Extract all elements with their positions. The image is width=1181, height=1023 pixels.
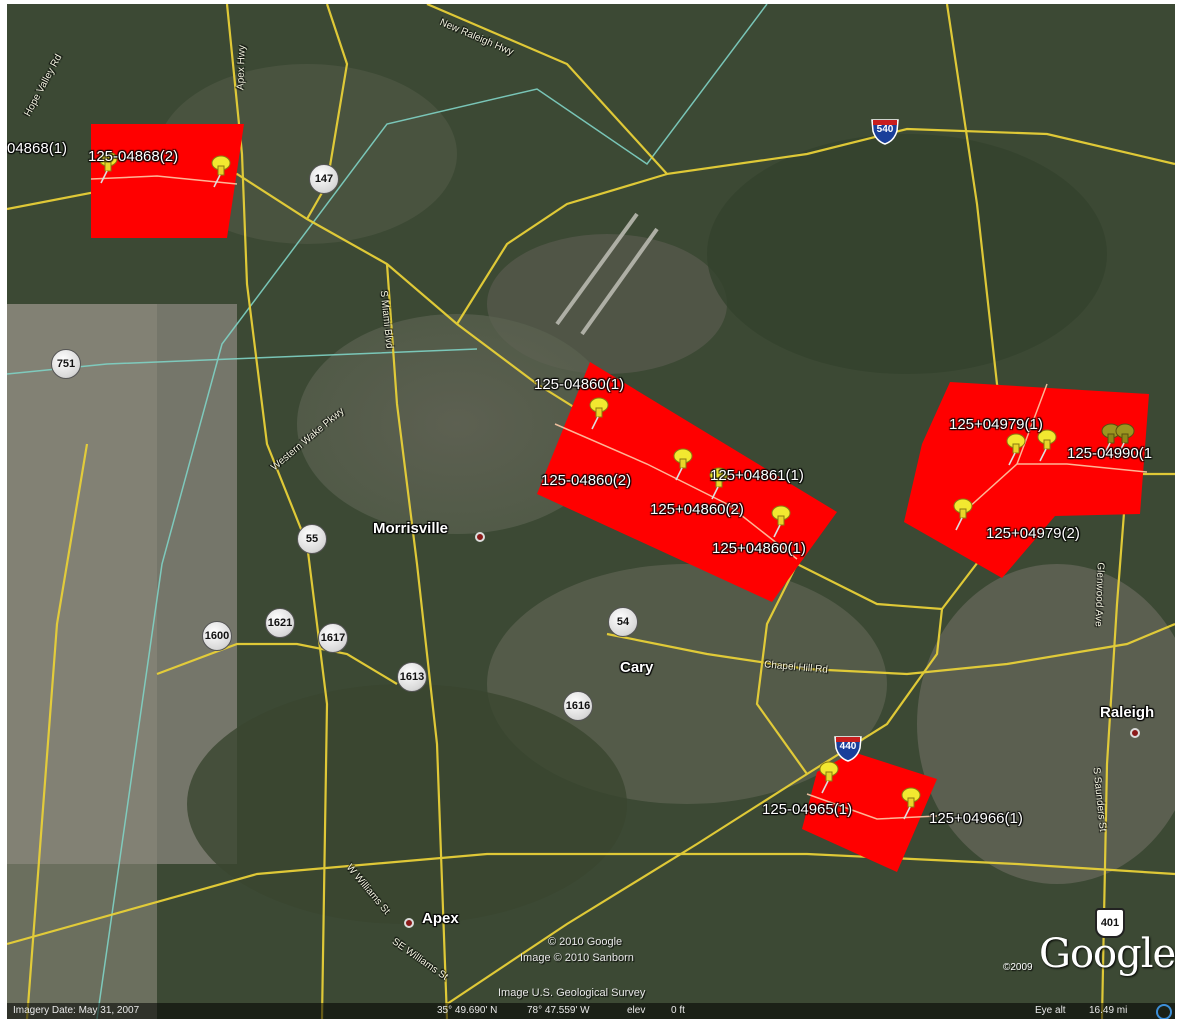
imagery-date: Imagery Date: May 31, 2007 — [13, 1005, 140, 1016]
pushpin-icon[interactable] — [816, 760, 840, 794]
city-label-raleigh: Raleigh — [1100, 704, 1155, 721]
copyright-usgs: Image U.S. Geological Survey — [498, 987, 646, 999]
placemark-label[interactable]: 125+04861(1) — [710, 467, 804, 484]
placemark-label[interactable]: 125-04990(1 — [1067, 445, 1153, 462]
route-shield-1621[interactable]: 1621 — [265, 608, 295, 638]
pushpin-icon[interactable] — [1003, 432, 1027, 466]
route-shield-54[interactable]: 54 — [608, 607, 638, 637]
interstate-540-shield[interactable]: 540 — [870, 117, 900, 145]
route-shield-147[interactable]: 147 — [309, 164, 339, 194]
route-shield-1616[interactable]: 1616 — [563, 691, 593, 721]
city-marker-raleigh[interactable] — [1130, 728, 1140, 738]
satellite-map[interactable]: Hope Valley Rd Apex Hwy New Raleigh Hwy … — [7, 4, 1175, 1019]
us-route-401-shield[interactable]: 401 — [1095, 908, 1125, 938]
city-label-apex: Apex — [422, 910, 459, 927]
eye-alt-label: Eye alt — [1035, 1005, 1066, 1016]
pushpin-icon[interactable] — [950, 497, 974, 531]
navigation-ring-icon[interactable] — [1156, 1004, 1172, 1019]
interstate-icon — [871, 119, 899, 145]
elevation-value: 0 ft — [671, 1005, 685, 1016]
placemark-label[interactable]: 125+04979(2) — [986, 525, 1080, 542]
placemark-label[interactable]: 125-04868(2) — [88, 148, 179, 165]
city-marker-morrisville[interactable] — [475, 532, 485, 542]
road-label-glenwood: Glenwood Ave — [1092, 562, 1106, 627]
pushpin-icon[interactable] — [1034, 428, 1058, 462]
interstate-440-shield[interactable]: 440 — [833, 734, 863, 762]
city-label-cary: Cary — [620, 659, 654, 676]
eye-alt-value: 16.49 mi — [1089, 1005, 1128, 1016]
copyright-sanborn: Image © 2010 Sanborn — [520, 952, 634, 964]
placemark-label[interactable]: 04868(1) — [7, 140, 68, 157]
pushpin-icon[interactable] — [768, 504, 792, 538]
copyright-google: © 2010 Google — [548, 936, 623, 948]
placemark-label[interactable]: 125+04966(1) — [929, 810, 1023, 827]
placemark-label[interactable]: 125+04860(2) — [650, 501, 744, 518]
city-marker-apex[interactable] — [404, 918, 414, 928]
pushpin-icon[interactable] — [1112, 422, 1136, 456]
pushpin-icon[interactable] — [586, 396, 610, 430]
route-shield-1600[interactable]: 1600 — [202, 621, 232, 651]
longitude-readout: 78° 47.559' W — [527, 1005, 590, 1016]
placemark-label[interactable]: 125-04860(1) — [534, 376, 625, 393]
route-shield-55[interactable]: 55 — [297, 524, 327, 554]
placemark-label[interactable]: 125-04965(1) — [762, 801, 853, 818]
interstate-540-label: 540 — [876, 124, 894, 135]
interstate-icon — [834, 736, 862, 762]
pushpin-icon[interactable] — [670, 447, 694, 481]
status-bar: Imagery Date: May 31, 2007 35° 49.690' N… — [7, 1003, 1175, 1019]
placemark-label[interactable]: 125+04860(1) — [712, 540, 806, 557]
interstate-440-label: 440 — [839, 741, 857, 752]
pushpin-icon[interactable] — [706, 466, 730, 500]
placemark-label[interactable]: 125-04860(2) — [541, 472, 632, 489]
google-logo: Google — [1039, 931, 1175, 977]
route-shield-1617[interactable]: 1617 — [318, 623, 348, 653]
route-shield-751[interactable]: 751 — [51, 349, 81, 379]
elevation-label: elev — [627, 1005, 646, 1016]
logo-year: ©2009 — [1003, 962, 1033, 973]
city-label-morrisville: Morrisville — [373, 520, 449, 537]
map-imagery — [7, 4, 1175, 1019]
pushpin-icon[interactable] — [898, 786, 922, 820]
pushpin-icon[interactable] — [95, 150, 119, 184]
placemark-label[interactable]: 125+04979(1) — [949, 416, 1043, 433]
route-shield-1613[interactable]: 1613 — [397, 662, 427, 692]
latitude-readout: 35° 49.690' N — [437, 1005, 498, 1016]
road-label-apex-hwy: Apex Hwy — [235, 44, 248, 91]
pushpin-icon[interactable] — [208, 154, 232, 188]
